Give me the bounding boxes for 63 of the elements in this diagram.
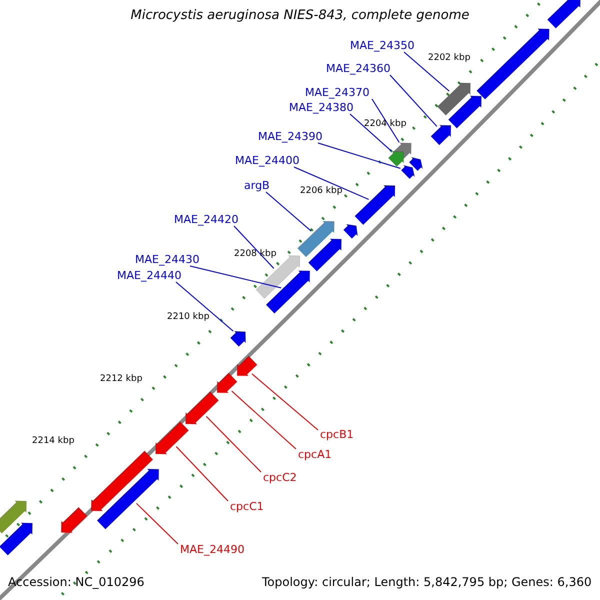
leader-line <box>206 416 262 472</box>
leader-line <box>176 446 228 502</box>
gene-feature <box>0 500 27 534</box>
leader-line <box>350 114 392 152</box>
leader-line <box>251 373 318 430</box>
gene-label: MAE_24350 <box>350 40 414 52</box>
gene-feature <box>388 150 404 167</box>
tick-label: 2208 kbp <box>234 248 276 260</box>
footer-text: Topology: circular; Length: 5,842,795 bp; Genes: 6,360 <box>262 576 592 588</box>
tick-label: 2210 kbp <box>167 311 210 323</box>
tick-label: 2202 kbp <box>428 52 470 64</box>
gene-feature <box>448 96 482 128</box>
gene-label: cpcC1 <box>230 501 264 513</box>
leader-line <box>266 192 312 232</box>
leader-line <box>234 226 274 269</box>
gene-label: MAE_24490 <box>180 544 244 556</box>
gene-feature <box>547 0 581 28</box>
leader-line <box>190 266 282 288</box>
gene-feature <box>476 28 550 100</box>
gene-feature <box>354 185 396 225</box>
gene-feature <box>437 82 471 116</box>
leader-line <box>390 74 438 127</box>
gene-feature <box>266 270 310 314</box>
gene-feature <box>96 468 160 530</box>
gene-feature <box>400 164 415 180</box>
gene-feature <box>60 507 88 533</box>
gene-feature <box>216 372 238 394</box>
diagram-title: Microcystis aeruginosa NIES-843, complete genome <box>130 10 470 22</box>
gene-label: MAE_24370 <box>305 87 370 99</box>
gene-feature <box>408 156 423 172</box>
tick-label: 2206 kbp <box>300 185 342 197</box>
gene-label: MAE_24440 <box>117 270 182 282</box>
gene-label: cpcC2 <box>263 472 297 484</box>
leader-line <box>318 142 401 169</box>
gene-label: argB <box>244 180 270 192</box>
leader-line <box>231 390 296 450</box>
footer-text: Accession: NC_010296 <box>8 576 144 588</box>
gene-feature <box>430 124 452 146</box>
gene-feature <box>297 220 334 258</box>
tick-label: 2204 kbp <box>364 118 406 130</box>
gene-feature <box>308 238 342 272</box>
leader-line <box>294 166 370 200</box>
gene-feature <box>0 522 33 556</box>
gene-label: cpcA1 <box>298 449 332 461</box>
gene-feature <box>155 422 189 454</box>
tick-label: 2214 kbp <box>32 435 74 447</box>
gene-label: MAE_24360 <box>326 63 390 75</box>
leader-line <box>136 502 178 544</box>
gene-feature <box>236 356 258 376</box>
tick-label: 2212 kbp <box>100 373 142 385</box>
gene-feature <box>343 224 358 239</box>
gene-label: MAE_24430 <box>135 254 200 266</box>
gene-label: MAE_24420 <box>174 214 238 226</box>
leader-line <box>176 282 234 332</box>
gene-label: MAE_24390 <box>258 131 322 143</box>
gene-label: MAE_24400 <box>235 155 300 167</box>
gene-label: cpcB1 <box>320 429 354 441</box>
gene-feature <box>230 330 246 347</box>
gene-feature <box>185 392 219 424</box>
gene-feature <box>90 450 154 512</box>
gene-label: MAE_24380 <box>289 102 354 114</box>
leader-line <box>404 52 450 92</box>
leader-line <box>372 98 400 143</box>
